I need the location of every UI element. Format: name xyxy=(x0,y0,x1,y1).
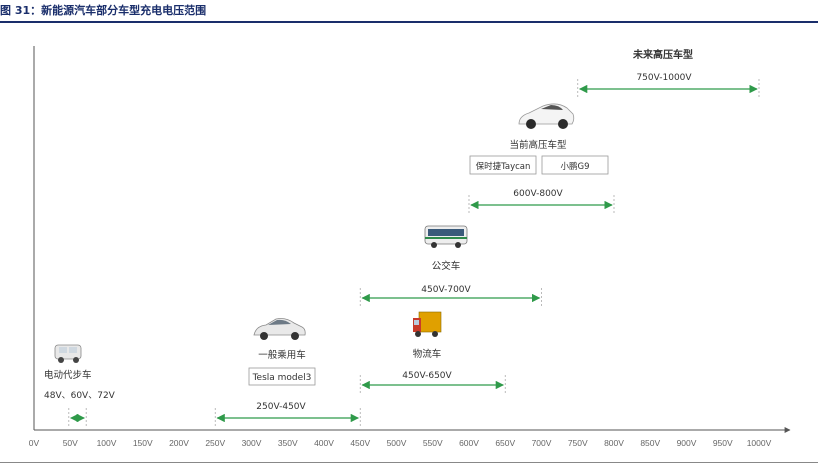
x-tick-label: 50V xyxy=(63,438,78,448)
category-label-current-hv: 当前高压车型 xyxy=(509,139,567,151)
model-box-taycan xyxy=(469,155,537,175)
scooter-icon xyxy=(54,344,82,363)
title-rule xyxy=(0,21,818,23)
model-box-g9 xyxy=(541,155,609,175)
x-tick-label: 500V xyxy=(387,438,407,448)
x-tick-label: 450V xyxy=(350,438,370,448)
example-label-g9: 小鹏G9 xyxy=(561,161,590,172)
example-label-tesla: Tesla model3 xyxy=(252,373,312,383)
x-tick-label: 650V xyxy=(495,438,515,448)
x-tick-label: 100V xyxy=(97,438,117,448)
x-tick-label: 900V xyxy=(677,438,697,448)
x-tick-label: 800V xyxy=(604,438,624,448)
category-label-scooter: 电动代步车 xyxy=(44,369,92,381)
x-tick-label: 550V xyxy=(423,438,443,448)
range-label-scooter: 48V、60V、72V xyxy=(44,391,116,401)
category-label-bus: 公交车 xyxy=(432,260,461,272)
x-tick-label: 600V xyxy=(459,438,479,448)
category-label-logistics: 物流车 xyxy=(413,348,442,360)
figure-title: 图 31：新能源汽车部分车型充电电压范围 xyxy=(0,4,207,17)
model-box-tesla xyxy=(248,367,316,386)
category-label-passenger-car: 一般乘用车 xyxy=(258,349,306,361)
range-label-logistics: 450V-650V xyxy=(402,371,452,381)
sports-car-icon xyxy=(518,103,575,129)
bus-icon xyxy=(424,225,468,248)
x-tick-label: 200V xyxy=(169,438,189,448)
x-tick-label: 400V xyxy=(314,438,334,448)
x-tick-label: 150V xyxy=(133,438,153,448)
truck-icon xyxy=(413,311,442,337)
x-tick-label: 750V xyxy=(568,438,588,448)
x-tick-label: 850V xyxy=(640,438,660,448)
x-tick-label: 700V xyxy=(532,438,552,448)
range-label-current-hv: 600V-800V xyxy=(513,189,563,199)
x-tick-label: 300V xyxy=(242,438,262,448)
range-label-future-hv: 750V-1000V xyxy=(636,73,692,83)
range-label-bus: 450V-700V xyxy=(421,285,471,295)
footer-rule xyxy=(0,462,818,463)
range-label-passenger-car: 250V-450V xyxy=(256,402,306,412)
x-tick-label: 1000V xyxy=(747,438,772,448)
sedan-car-icon xyxy=(253,318,306,340)
example-label-taycan: 保时捷Taycan xyxy=(476,161,531,172)
x-tick-label: 250V xyxy=(205,438,225,448)
x-tick-label: 950V xyxy=(713,438,733,448)
x-tick-label: 0V xyxy=(29,438,40,448)
category-label-future-hv: 未来高压车型 xyxy=(632,48,693,61)
x-tick-label: 350V xyxy=(278,438,298,448)
